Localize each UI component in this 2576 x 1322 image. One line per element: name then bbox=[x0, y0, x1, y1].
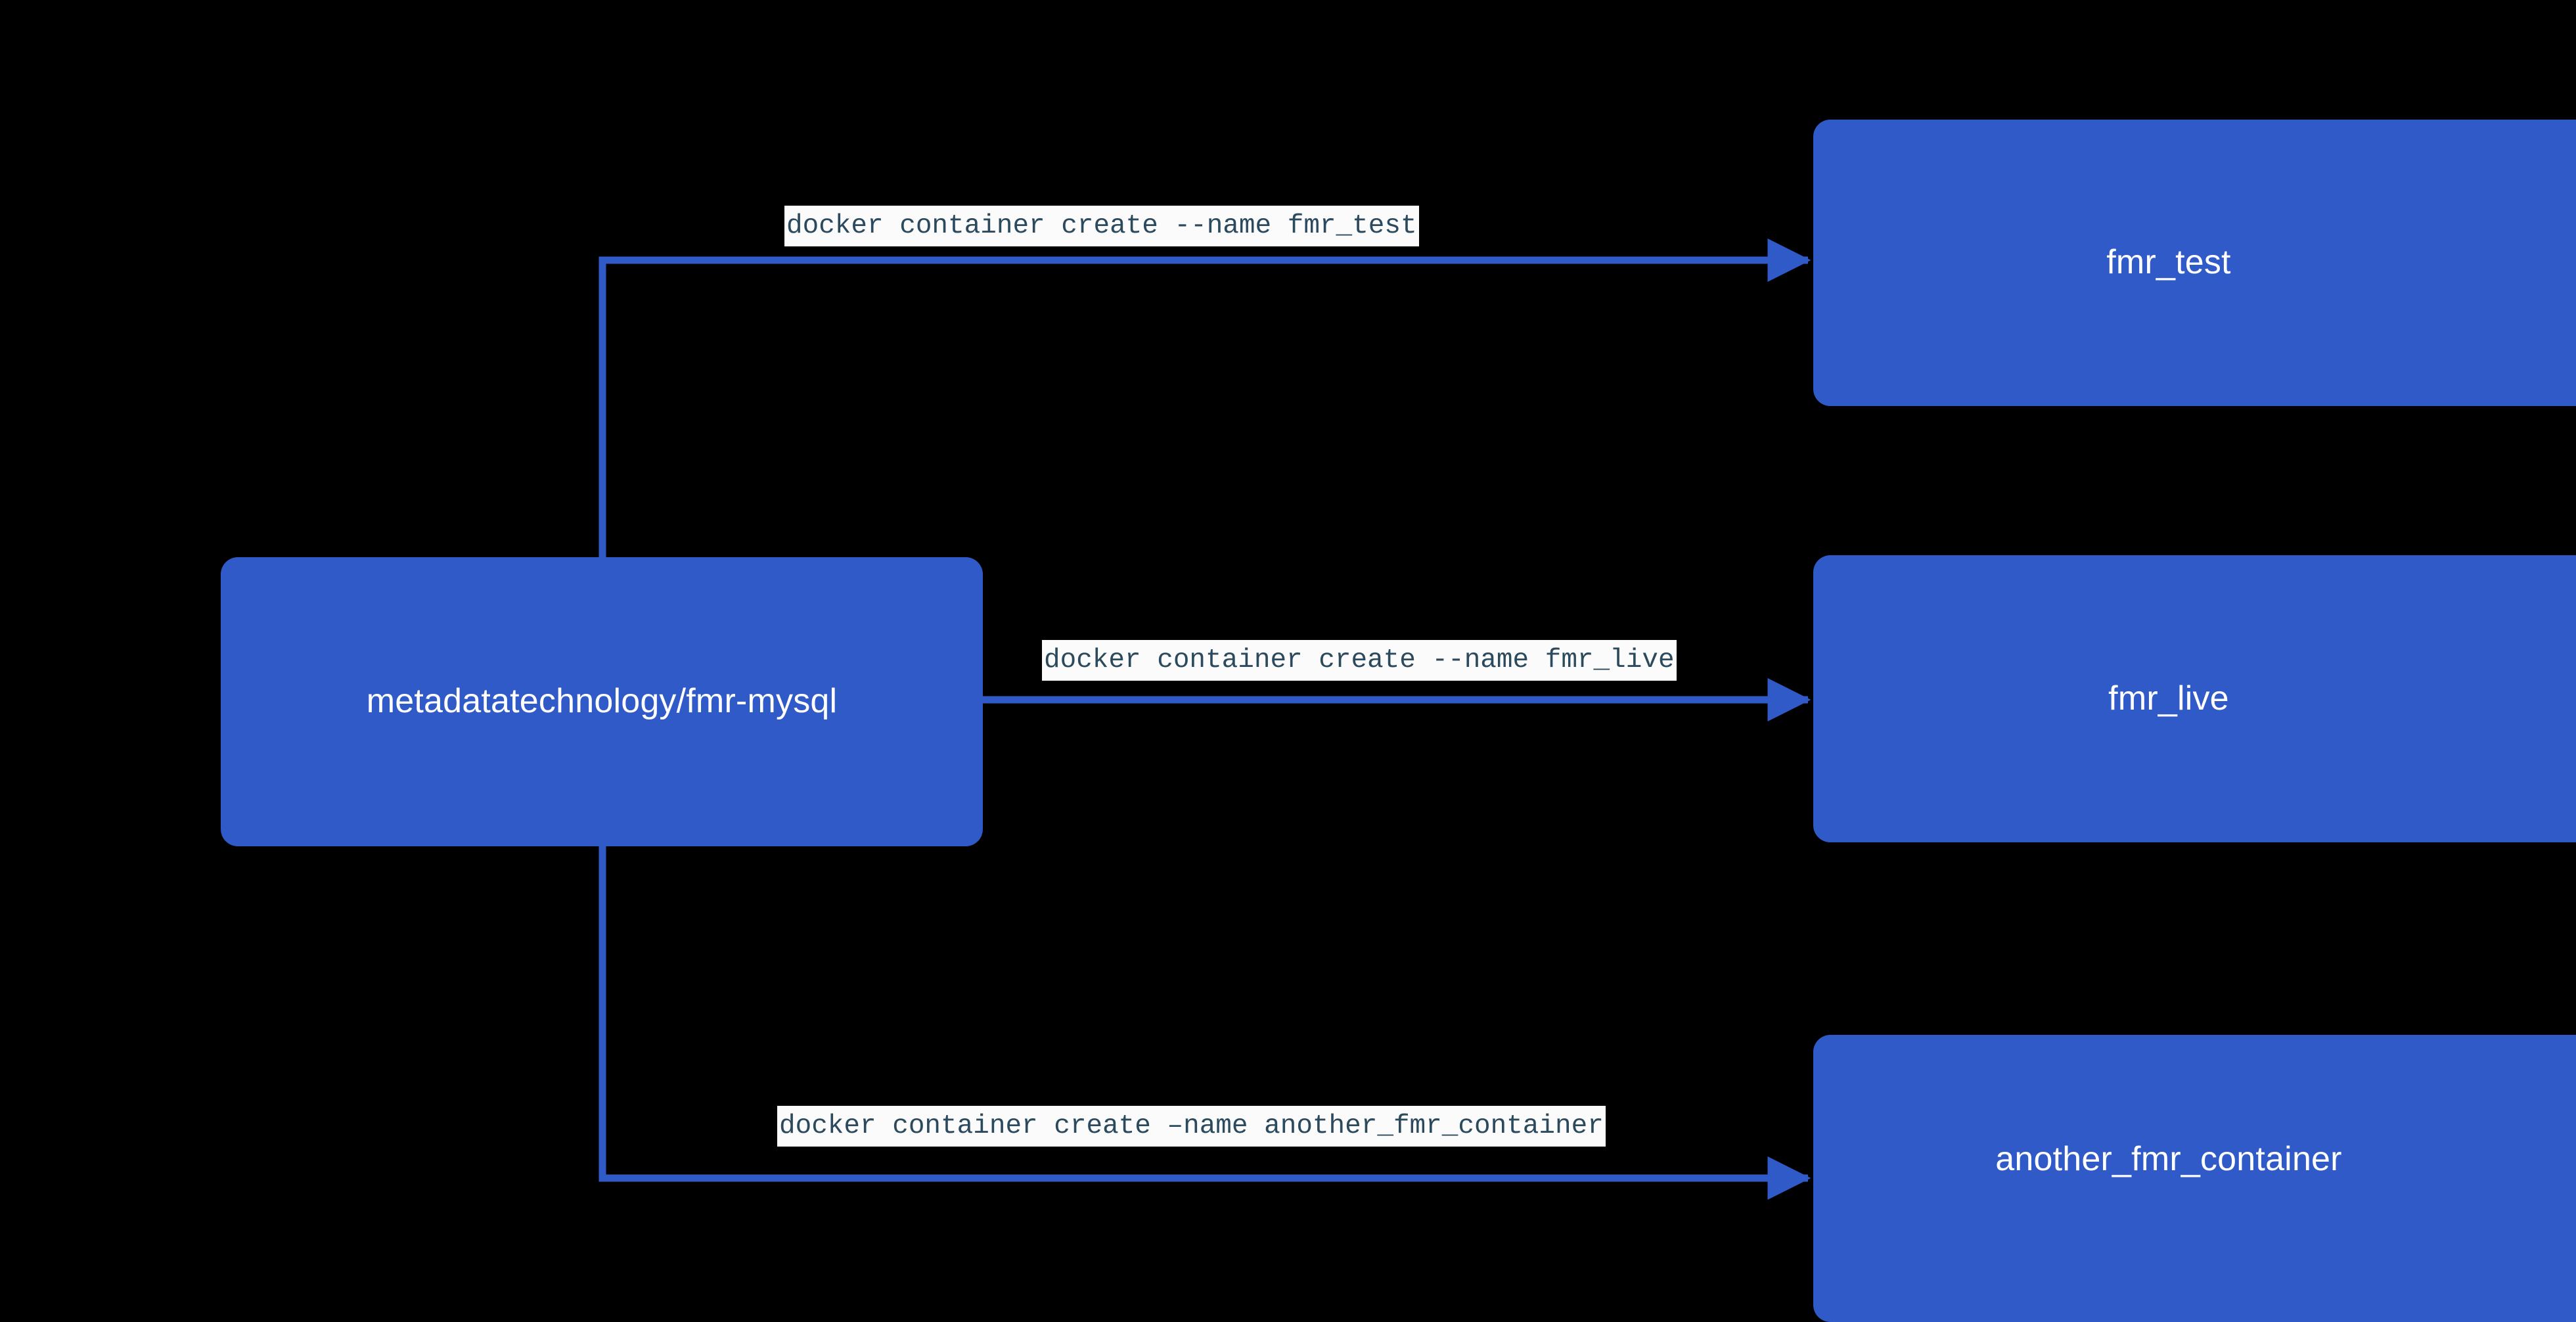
edge-path-another-fmr-container bbox=[599, 846, 1811, 1200]
node-source-image-label: metadatatechnology/fmr-mysql bbox=[366, 682, 838, 721]
edge-label-fmr-live: docker container create --name fmr_live bbox=[1042, 640, 1677, 681]
edge-label-fmr-test: docker container create --name fmr_test bbox=[784, 206, 1419, 246]
node-another-fmr-container-label: another_fmr_container bbox=[1995, 1139, 2342, 1178]
node-fmr-live-label: fmr_live bbox=[2108, 679, 2229, 718]
node-fmr-test-label: fmr_test bbox=[2106, 243, 2231, 282]
edge-label-another-fmr-container: docker container create –name another_fm… bbox=[777, 1106, 1606, 1147]
node-fmr-live[interactable]: fmr_live bbox=[1813, 555, 2576, 842]
node-another-fmr-container[interactable]: another_fmr_container bbox=[1813, 1035, 2576, 1322]
node-source-image[interactable]: metadatatechnology/fmr-mysql bbox=[221, 557, 983, 846]
node-fmr-test[interactable]: fmr_test bbox=[1813, 120, 2576, 406]
